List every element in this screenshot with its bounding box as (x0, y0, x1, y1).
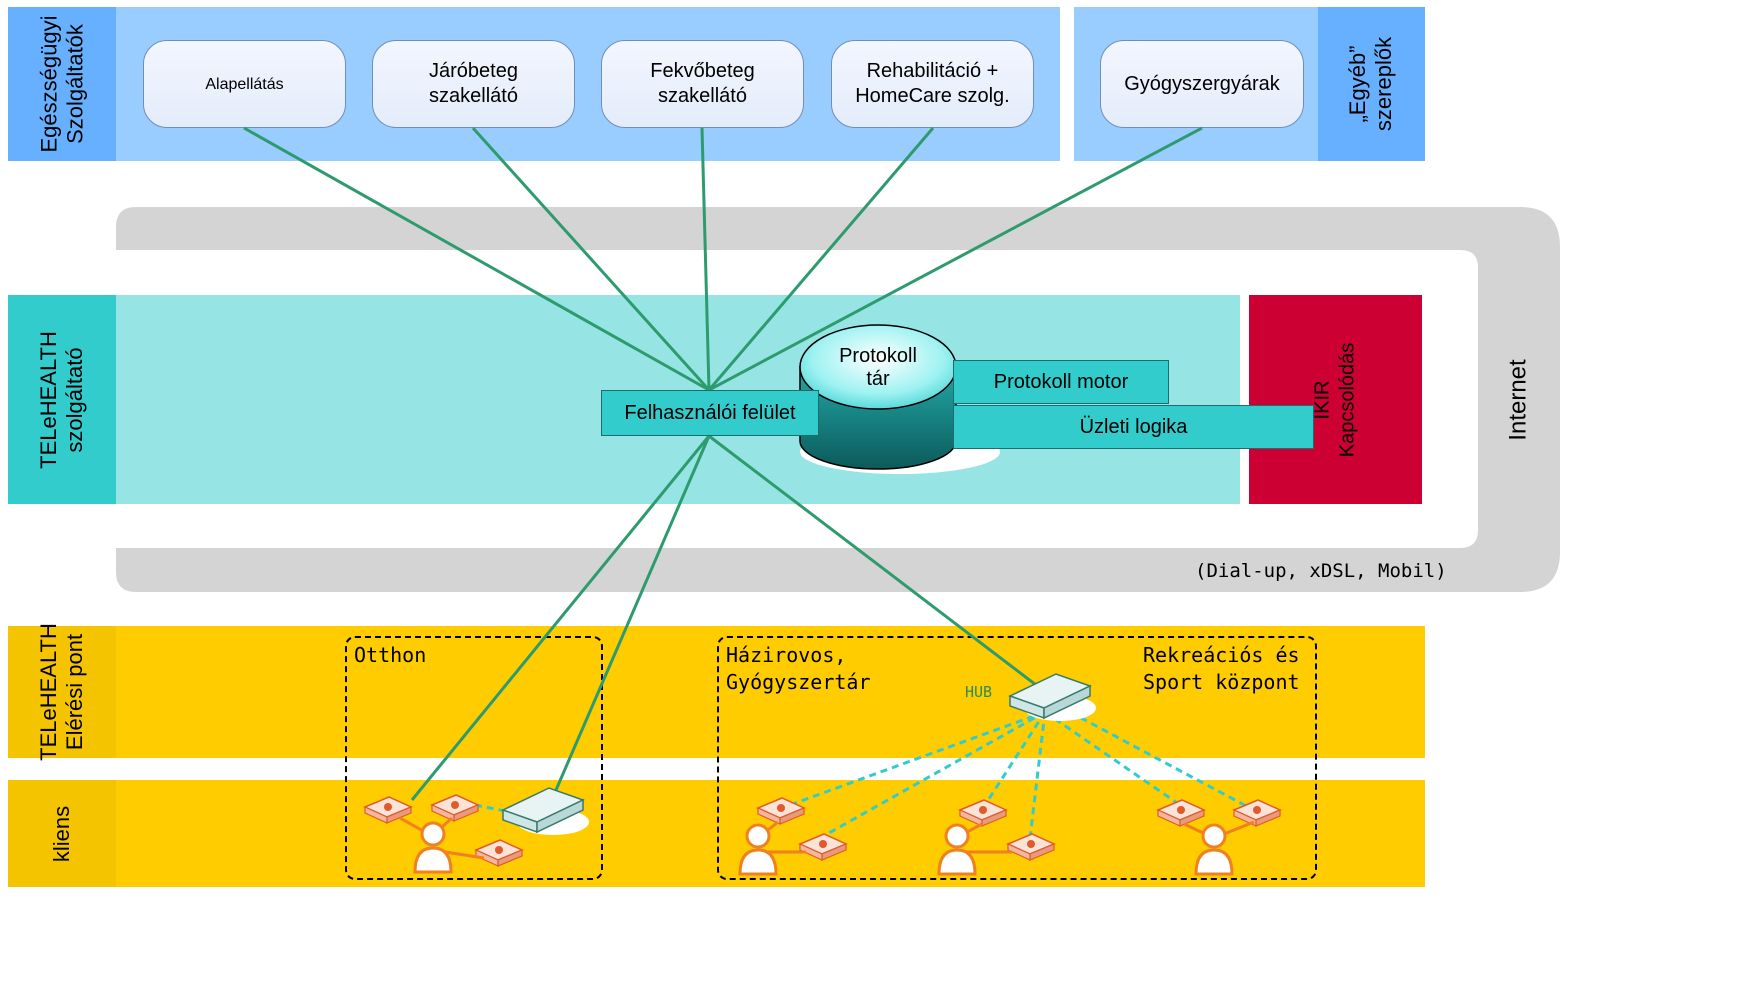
hub-icon (1008, 673, 1096, 721)
link-rehabilitacio (707, 127, 935, 391)
ikir-connection[interactable]: IKIR Kapcsolódás (1249, 295, 1422, 504)
layer-label-telehealth-provider: TELeHEALTH szolgáltató (8, 295, 116, 504)
provider-alapellatas[interactable]: Alapellátás (143, 40, 346, 128)
link-jarobeteg (471, 126, 711, 392)
provider-fekvobeteg[interactable]: Fekvőbeteg szakellátó (601, 40, 804, 128)
provider-gyogyszergyarak[interactable]: Gyógyszergyárak (1100, 40, 1304, 128)
internet-ring (116, 207, 1560, 592)
provider-label: Rehabilitáció + HomeCare szolg. (855, 60, 1010, 107)
connection-types: (Dial-up, xDSL, Mobil) (1195, 560, 1447, 582)
sensor-devices (363, 794, 1282, 867)
person-icon (937, 823, 977, 876)
wireless-links (474, 710, 1251, 840)
link-home-router (551, 435, 711, 798)
wl-hub-3 (983, 711, 1047, 806)
protocol-store-label: Protokoll tár (839, 345, 917, 390)
link-hub (708, 434, 1041, 690)
access-point-band (116, 626, 1425, 758)
sensor-device-icon (1156, 799, 1206, 827)
sensor-device-icon (958, 799, 1008, 827)
sensor-device-icon (474, 839, 524, 867)
link-alapellatas (243, 126, 710, 392)
provider-label: Alapellátás (205, 75, 284, 93)
sensor-device-icon (1232, 799, 1282, 827)
wl-hub-1 (789, 710, 1046, 807)
area-recreation-label: Rekreációs és Sport központ (1143, 643, 1300, 694)
link-gyogyszergyarak (708, 126, 1203, 392)
wl-hub-5 (1044, 710, 1181, 807)
wl-hub-6 (1069, 710, 1251, 810)
link-fekvobeteg (700, 127, 711, 391)
area-gp-label: Házirovos, Gyógyszertár (726, 643, 871, 694)
provider-jarobeteg[interactable]: Járóbeteg szakellátó (372, 40, 575, 128)
router-icon (501, 787, 589, 835)
area-gp-recreation (717, 636, 1317, 880)
person-icon (738, 823, 778, 876)
person-icon (413, 821, 453, 874)
user-interface-label: Felhasználói felület (624, 401, 796, 424)
person-icon (1194, 823, 1234, 876)
sensor-device-icon (363, 796, 413, 824)
provider-rehabilitacio[interactable]: Rehabilitáció + HomeCare szolg. (831, 40, 1034, 128)
area-home (345, 636, 603, 880)
wl-hub-2 (819, 710, 1046, 840)
sensor-device-icon (430, 794, 480, 822)
provider-label: Gyógyszergyárak (1124, 72, 1280, 95)
provider-label: Járóbeteg szakellátó (429, 60, 518, 107)
link-home-client (410, 435, 711, 801)
sensor-device-icon (798, 833, 848, 861)
layer-label-client: kliens (8, 780, 116, 887)
sensor-device-icon (756, 797, 806, 825)
user-interface-box[interactable]: Felhasználói felület (601, 390, 819, 436)
protocol-engine-label: Protokoll motor (993, 370, 1129, 393)
provider-label: Fekvőbeteg szakellátó (650, 60, 755, 107)
layer-label-other-actors: „Egyéb” szereplők (1318, 7, 1425, 161)
wl-hub-4 (1028, 711, 1047, 839)
layer-label-access-point: TELeHEALTH Elérési pont (8, 623, 116, 761)
protocol-engine-box[interactable]: Protokoll motor (953, 360, 1169, 404)
area-home-label: Otthon (354, 643, 427, 667)
business-logic-box[interactable]: Üzleti logika (953, 405, 1314, 449)
sensor-device-icon (1006, 833, 1056, 861)
hub-label: HUB (965, 683, 993, 701)
layer-label-providers: Egészségügyi Szolgáltatók (8, 7, 116, 161)
connection-lines (243, 126, 1203, 801)
business-logic-label: Üzleti logika (1079, 415, 1188, 438)
